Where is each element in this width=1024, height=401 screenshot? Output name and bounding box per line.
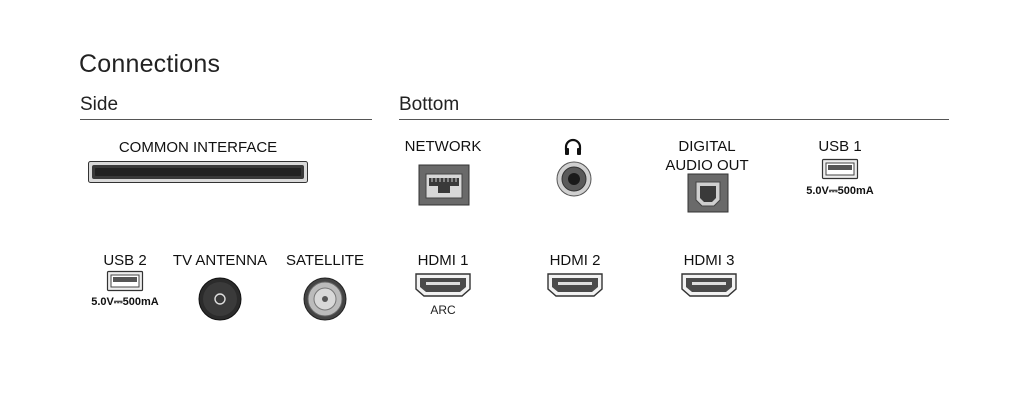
hdmi1-arc-label: ARC <box>430 303 456 317</box>
usb2-rating: 5.0V⎓500mA <box>91 296 159 308</box>
page-title: Connections <box>79 50 221 78</box>
headphone-jack-icon <box>556 161 592 197</box>
hdmi2-label: HDMI 2 <box>549 252 601 269</box>
usb-port-icon <box>821 158 859 180</box>
tv-antenna-label: TV ANTENNA <box>172 252 268 269</box>
hdmi-port-icon <box>547 273 603 297</box>
section-bottom-rule <box>399 119 949 120</box>
hdmi-port-icon <box>415 273 471 297</box>
coax-port-icon <box>303 277 347 321</box>
common-interface-slot-icon <box>88 161 308 183</box>
digital-audio-out-label-line2: AUDIO OUT <box>665 157 749 174</box>
network-label: NETWORK <box>404 138 482 155</box>
usb2-label: USB 2 <box>103 252 147 269</box>
section-side-rule <box>80 119 372 120</box>
section-bottom-heading: Bottom <box>399 94 460 115</box>
hdmi-port-icon <box>681 273 737 297</box>
digital-audio-out-label-line1: DIGITAL <box>678 138 736 155</box>
hdmi1-label: HDMI 1 <box>417 252 469 269</box>
usb1-rating: 5.0V⎓500mA <box>806 185 874 197</box>
section-side-heading: Side <box>80 94 119 115</box>
hdmi3-label: HDMI 3 <box>683 252 735 269</box>
coax-port-icon <box>198 277 242 321</box>
optical-port-icon <box>687 173 729 213</box>
usb-port-icon <box>106 270 144 292</box>
headphone-icon <box>563 137 583 157</box>
satellite-label: SATELLITE <box>285 252 365 269</box>
usb1-label: USB 1 <box>818 138 862 155</box>
common-interface-label: COMMON INTERFACE <box>118 139 278 156</box>
ethernet-port-icon <box>418 164 470 206</box>
